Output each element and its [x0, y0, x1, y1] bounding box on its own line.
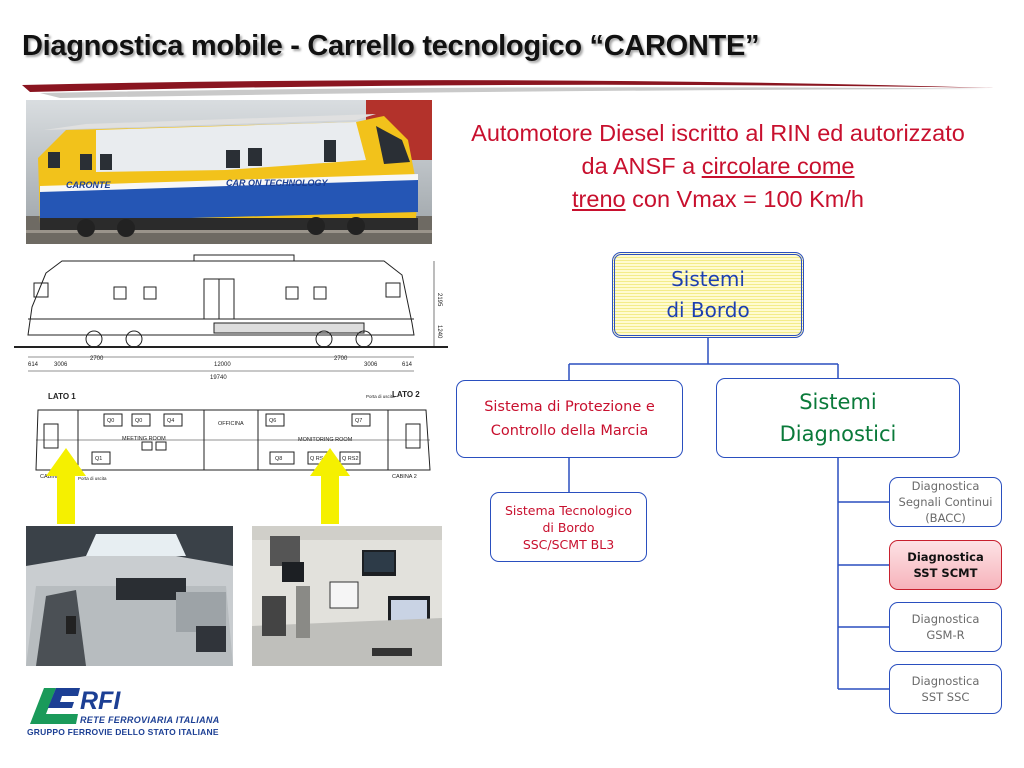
rfi-logo-icon: [30, 688, 80, 724]
box-bacc-line2: Segnali Continui: [898, 495, 993, 509]
locomotive-illustration: CARONTE CAR ON TECHNOLOGY: [26, 100, 432, 244]
loco-name-left: CARONTE: [66, 180, 111, 190]
dim-segment: 12000: [214, 362, 231, 368]
rack-label: Q0: [135, 418, 142, 424]
officina-label: OFFICINA: [218, 421, 244, 427]
dim-segment: 2700: [334, 356, 348, 362]
box-root-line2: di Bordo: [666, 298, 750, 322]
box-sst-line3: SSC/SCMT BL3: [522, 536, 615, 552]
box-sst-line1: Sistema Tecnologico: [504, 502, 632, 518]
box-sistema-protezione: Sistema di Protezione e Controllo della M…: [456, 380, 683, 458]
rfi-logo-group: GRUPPO FERROVIE DELLO STATO ITALIANE: [27, 727, 219, 737]
intro-text: Automotore Diesel iscritto al RIN ed aut…: [458, 117, 978, 216]
box-sistemi-di-bordo: Sistemi di Bordo: [612, 252, 804, 338]
rack-label: Q6: [269, 418, 276, 424]
box-bacc-line3: (BACC): [925, 511, 966, 525]
box-diag-line2: Diagnostici: [779, 422, 897, 446]
side-elevation-drawing: 614 3006 2700 12000 2700 3006 614 19740 …: [14, 254, 448, 381]
locomotive-photo: CARONTE CAR ON TECHNOLOGY: [26, 100, 432, 244]
rack-label: Q0: [107, 418, 114, 424]
intro-underlined-1: circolare come: [701, 153, 855, 179]
box-prot-line2: Controllo della Marcia: [490, 423, 649, 439]
box-sst-line2: di Bordo: [542, 519, 595, 535]
box-prot-line1: Sistema di Protezione e: [484, 399, 655, 415]
intro-part1: Automotore Diesel iscritto al RIN ed aut…: [471, 120, 965, 179]
rack-label: Q7: [355, 418, 362, 424]
cabina2-label: CABINA 2: [392, 474, 417, 480]
lato2-label: LATO 2: [392, 390, 420, 399]
box-scmt-line2: SST SCMT: [913, 566, 978, 580]
box-diag-line1: Sistemi: [799, 390, 877, 414]
rack-label: Q RS2: [342, 456, 359, 462]
rfi-logo-full: RETE FERROVIARIA ITALIANA: [80, 715, 220, 725]
box-gsmr-line1: Diagnostica: [911, 612, 980, 626]
meeting-room-label: MEETING ROOM: [122, 436, 166, 442]
cabin-illustration: [26, 526, 233, 666]
rack-label: Q RS1: [310, 456, 327, 462]
monitoring-room-photo: [252, 526, 442, 666]
box-bacc-line1: Diagnostica: [911, 479, 980, 493]
rack-label: Q4: [167, 418, 174, 424]
cabin-photo: [26, 526, 233, 666]
arrow-up-cabin: [46, 448, 86, 524]
title-underline-swoosh: [22, 80, 995, 98]
intro-underlined-2: treno: [572, 186, 626, 212]
dim-segment: 614: [402, 362, 413, 368]
dim-segment: 3006: [54, 362, 68, 368]
porta-uscita-right: Porta di uscita: [366, 394, 395, 399]
box-root-line1: Sistemi: [671, 267, 745, 291]
box-gsmr-line2: GSM-R: [926, 628, 965, 642]
slide-title: Diagnostica mobile - Carrello tecnologic…: [22, 30, 760, 62]
dim-height-top: 2195: [436, 293, 442, 307]
cabina1-label: CABINA 1: [40, 474, 65, 480]
dim-segment: 614: [28, 362, 39, 368]
rack-label: Q1: [95, 456, 102, 462]
lato1-label: LATO 1: [48, 392, 76, 401]
dim-total: 19740: [210, 375, 227, 381]
dim-segment: 2700: [90, 356, 104, 362]
dim-height-bottom: 1240: [436, 325, 442, 339]
loco-name-right: CAR ON TECHNOLOGY: [226, 178, 328, 188]
rack-label: Q8: [275, 456, 282, 462]
box-ssc-line1: Diagnostica: [911, 674, 980, 688]
monitoring-room-label: MONITORING ROOM: [298, 437, 353, 443]
monitoring-room-illustration: [252, 526, 442, 666]
arrow-up-monitoring: [310, 448, 350, 524]
box-scmt-line1: Diagnostica: [907, 550, 984, 564]
box-ssc-line2: SST SSC: [921, 690, 970, 704]
dim-segment: 3006: [364, 362, 378, 368]
porta-uscita-left: Porta di uscita: [78, 476, 107, 481]
rfi-logo-name: RFI: [80, 687, 121, 715]
intro-part2: con Vmax = 100 Km/h: [625, 186, 864, 212]
